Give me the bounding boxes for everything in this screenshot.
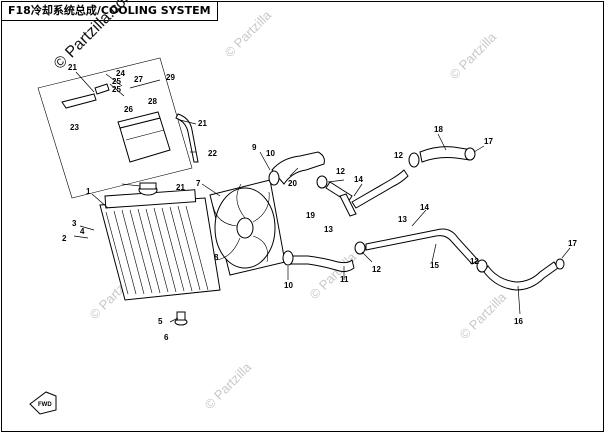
callout-12-c: 12 — [372, 265, 381, 274]
clamp-12-b — [408, 152, 420, 168]
watermark-main: © Partzilla.com — [51, 0, 139, 73]
callout-23: 23 — [70, 123, 79, 132]
callout-25-b: 25 — [112, 85, 121, 94]
callout-28: 28 — [148, 97, 157, 106]
clamp-12-c — [354, 241, 366, 255]
callout-5: 5 — [158, 317, 163, 326]
callout-22: 22 — [208, 149, 217, 158]
clamp-10 — [282, 250, 294, 266]
overflow-hose — [175, 113, 199, 163]
callout-13-b: 13 — [398, 215, 407, 224]
callout-17-b: 17 — [568, 239, 577, 248]
callout-17-a: 17 — [484, 137, 493, 146]
callout-21-b: 21 — [198, 119, 207, 128]
watermark-1: © Partzilla — [222, 7, 275, 60]
callout-1: 1 — [86, 187, 91, 196]
diagram-title: F18冷却系统总成/COOLING SYSTEM — [2, 2, 218, 21]
clamp-12-d — [476, 259, 488, 273]
callout-26: 26 — [124, 105, 133, 114]
callout-25-a: 25 — [112, 77, 121, 86]
callout-6: 6 — [164, 333, 169, 342]
expansion-tank — [117, 111, 171, 163]
front-indicator-label: FWD — [38, 402, 52, 408]
tank-cap — [94, 83, 110, 95]
pipe-15 — [365, 228, 479, 265]
callout-20: 20 — [288, 179, 297, 188]
t-pipe-13 — [339, 193, 357, 217]
callout-2: 2 — [62, 234, 67, 243]
callout-11: 11 — [340, 275, 349, 284]
callout-12-b: 12 — [394, 151, 403, 160]
hose-20 — [271, 151, 325, 185]
callout-12-d: 12 — [470, 257, 479, 266]
watermark-5: © Partzilla — [457, 289, 510, 342]
radiator — [99, 182, 221, 301]
clamp-12-a — [316, 175, 328, 189]
callout-21-a: 21 — [68, 63, 77, 72]
leader-lines — [73, 71, 571, 323]
callout-3: 3 — [72, 219, 77, 228]
callout-8: 8 — [214, 253, 219, 262]
watermark-2: © Partzilla — [447, 29, 500, 82]
clamp-upper-fan — [268, 170, 280, 186]
hose-16 — [483, 261, 559, 291]
callout-19: 19 — [306, 211, 315, 220]
tank-subassembly-box — [37, 57, 193, 199]
callout-24: 24 — [116, 69, 125, 78]
callout-9: 9 — [252, 143, 257, 152]
callout-15: 15 — [430, 261, 439, 270]
watermark-6: © Partzilla — [202, 359, 255, 412]
callout-13-a: 13 — [324, 225, 333, 234]
callout-18: 18 — [434, 125, 443, 134]
callout-27: 27 — [134, 75, 143, 84]
tank-bracket — [61, 93, 97, 109]
pipe-18 — [351, 169, 409, 209]
callout-14-a: 14 — [354, 175, 363, 184]
callout-21-c: 21 — [176, 183, 185, 192]
hose-11 — [287, 255, 355, 273]
callout-7: 7 — [196, 179, 201, 188]
callout-labels: 1 2 3 4 5 6 7 8 9 10 10 11 12 12 12 12 1… — [62, 63, 577, 342]
fan-assembly — [209, 179, 286, 276]
clamp-17-a — [464, 147, 476, 161]
drain-bolt — [176, 311, 186, 321]
callout-4: 4 — [80, 227, 85, 236]
clamp-17-b — [555, 258, 565, 270]
callout-29: 29 — [166, 73, 175, 82]
callout-10-lower: 10 — [284, 281, 293, 290]
callout-16: 16 — [514, 317, 523, 326]
callout-14-b: 14 — [420, 203, 429, 212]
front-indicator: FWD — [29, 391, 57, 415]
callout-10-upper: 10 — [266, 149, 275, 158]
callout-12-a: 12 — [336, 167, 345, 176]
